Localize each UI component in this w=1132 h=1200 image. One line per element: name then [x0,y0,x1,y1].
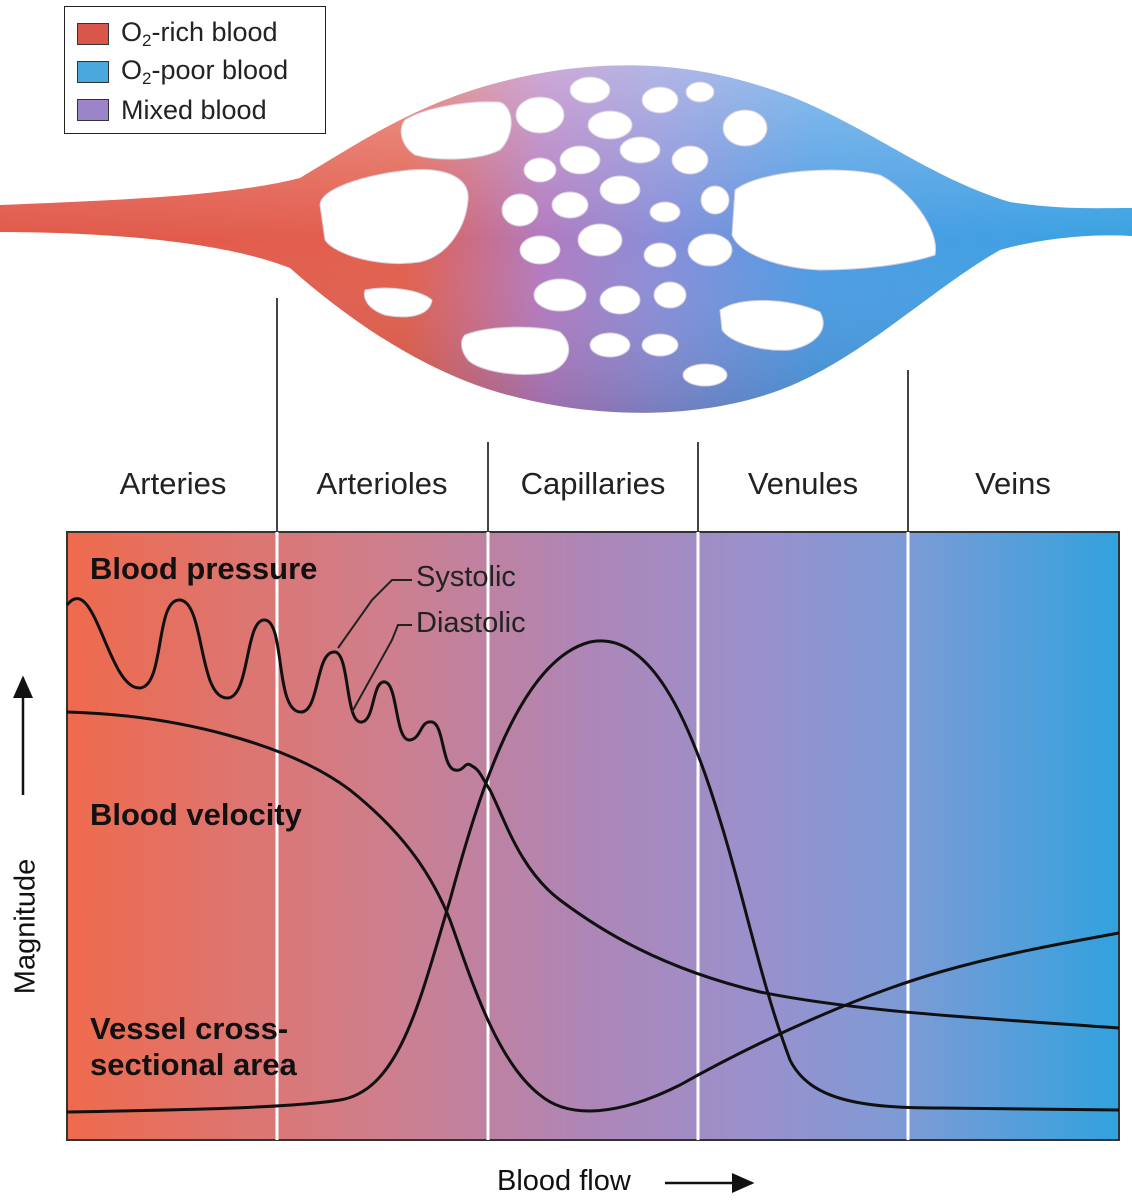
segment-label-venules: Venules [747,466,859,501]
legend-item-oxygen-poor: O2-poor blood [77,55,289,88]
blood-pressure-curve [65,597,1120,1030]
legend-item-mixed: Mixed blood [77,95,267,125]
cross-sectional-area-curve [66,639,1120,1114]
blood-velocity-label: Blood velocity [90,797,302,832]
oxygen-poor-swatch [77,61,109,83]
segment-label-veins: Veins [975,466,1051,501]
legend-item-oxygen-rich: O2-rich blood [77,17,278,50]
annotation-leaders [337,579,412,713]
y-axis-label: Magnitude [9,858,42,995]
legend-label-mixed: Mixed blood [121,94,267,125]
segment-label-arterioles: Arterioles [316,466,448,501]
blood-velocity-curve [66,710,1120,1113]
legend-label-oxygen-poor: O2-poor blood [121,55,289,88]
legend-label-oxygen-rich: O2-rich blood [121,17,278,50]
segment-label-arteries: Arteries [119,466,227,501]
blood-pressure-label: Blood pressure [90,551,318,586]
mixed-swatch [77,99,109,121]
systolic-label: Systolic [416,561,516,593]
capillary-bed-illustration [0,65,1132,413]
oxygen-rich-swatch [77,23,109,45]
x-axis-label: Blood flow [497,1165,631,1197]
chart-panel [66,531,1120,1141]
diastolic-label: Diastolic [416,607,526,639]
segment-label-capillaries: Capillaries [520,466,666,501]
cross-sectional-area-label: Vessel cross- sectional area [90,1011,297,1082]
segment-dividers [276,298,909,532]
legend: O2-rich blood O2-poor blood Mixed blood [64,6,326,134]
panel-dividers [275,532,910,1140]
